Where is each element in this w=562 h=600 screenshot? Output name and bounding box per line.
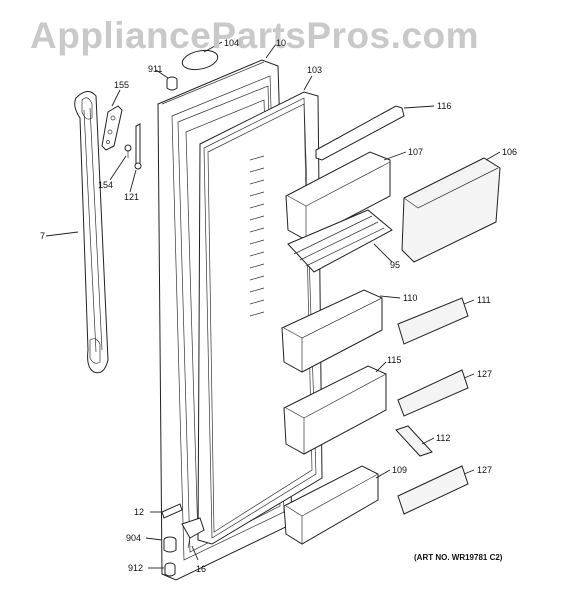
bin-cover-part (401, 157, 501, 263)
callout-110: 110 (403, 293, 417, 303)
callout-107: 107 (408, 147, 423, 157)
spacer-904-part (163, 536, 177, 553)
door-bin-115-part (283, 365, 387, 455)
callout-154: 154 (98, 180, 113, 190)
bin-trim-127b-part (397, 465, 469, 515)
callout-109: 109 (392, 465, 407, 475)
callout-103: 103 (307, 65, 322, 75)
callout-112: 112 (436, 433, 450, 443)
plug-911-part (166, 76, 178, 91)
liner-ridges (249, 155, 265, 317)
door-handle-part (74, 91, 109, 374)
door-bin-109-part (283, 465, 379, 545)
callout-121: 121 (124, 192, 139, 202)
callout-106: 106 (502, 147, 517, 157)
wire-shelf-part (287, 209, 393, 273)
callout-7: 7 (40, 231, 45, 241)
callout-115: 115 (387, 355, 401, 365)
bin-trim-127a-part (397, 369, 469, 417)
callout-16: 16 (196, 564, 206, 574)
callout-116: 116 (437, 101, 451, 111)
callout-127-upper: 127 (477, 369, 492, 379)
hinge-bottom-16-part (181, 517, 205, 549)
bin-trim-111-part (397, 297, 469, 345)
dairy-bin-part (285, 151, 391, 241)
callout-904: 904 (126, 533, 141, 543)
plug-912-part (164, 562, 176, 577)
clip-112-part (395, 425, 433, 457)
bin-rail-part (315, 105, 405, 161)
screw-12-part (161, 503, 183, 519)
cap-part (181, 49, 219, 71)
leader-lines (45, 41, 501, 569)
hinge-bracket-part (101, 105, 123, 151)
callout-104: 104 (224, 38, 239, 48)
callout-12: 12 (134, 507, 144, 517)
callout-95: 95 (390, 260, 400, 270)
callout-912: 912 (128, 563, 143, 573)
hinge-pin-part (134, 123, 142, 170)
callout-127-lower: 127 (477, 465, 492, 475)
art-number: (ART NO. WR19781 C2) (414, 553, 503, 562)
callout-155: 155 (114, 80, 129, 90)
callout-111: 111 (477, 295, 491, 305)
door-bin-110-part (281, 289, 383, 373)
callout-10: 10 (276, 38, 286, 48)
screw-part (124, 144, 132, 158)
callout-911: 911 (148, 64, 162, 74)
watermark-text: AppliancePartsPros.com (30, 15, 479, 56)
